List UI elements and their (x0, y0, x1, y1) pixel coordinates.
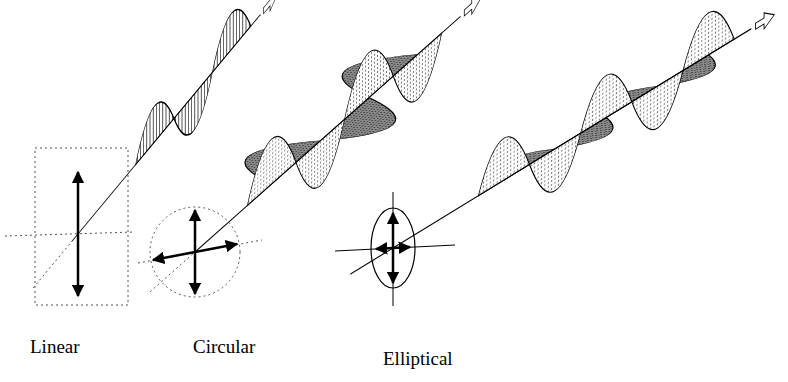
propagation-axis (33, 242, 71, 288)
polarization-plane (35, 148, 128, 305)
linear-figure (5, 0, 278, 305)
polarization-label: Elliptical (383, 348, 453, 370)
reference-axis (335, 245, 455, 251)
polarization-label: Linear (30, 336, 80, 358)
direction-arrow (264, 0, 278, 19)
vertical-wave (247, 0, 441, 251)
propagation-axis (350, 29, 751, 274)
propagation-axis (72, 15, 261, 242)
elliptical-figure (335, 0, 774, 316)
circular-figure (138, 0, 481, 297)
direction-arrow (464, 0, 480, 21)
polarization-label: Circular (193, 336, 255, 358)
reference-axis (138, 240, 262, 263)
linear-wave (136, 0, 251, 201)
reference-axis (5, 232, 135, 236)
direction-arrow (756, 7, 775, 34)
propagation-axis (195, 16, 461, 252)
vertical-wave (478, 0, 734, 238)
propagation-axis (150, 252, 195, 292)
